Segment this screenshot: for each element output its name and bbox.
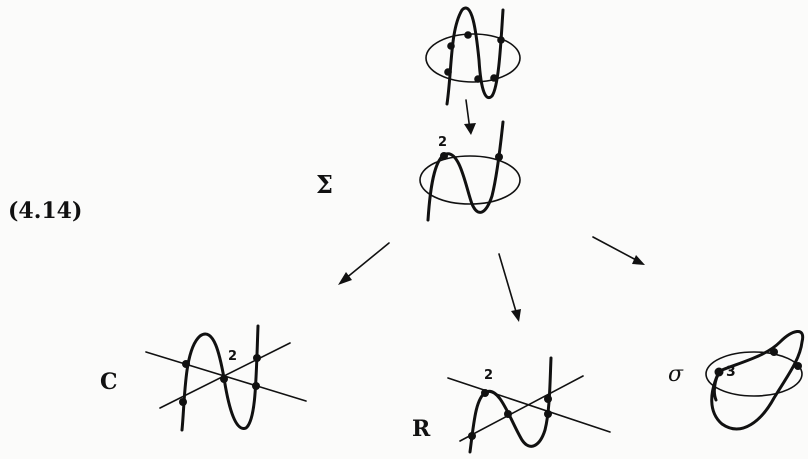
top-point <box>490 74 498 82</box>
sigma-multiplicity: 2 <box>438 135 448 150</box>
c-point <box>179 398 187 406</box>
sigma-figure <box>419 120 521 222</box>
s-multiplicity: 3 <box>726 364 736 380</box>
s-label: σ <box>668 362 684 387</box>
top-cubic-curve <box>445 6 505 106</box>
c-point <box>253 354 261 362</box>
s-figure <box>705 330 805 431</box>
top-point <box>444 68 452 76</box>
sigma-point <box>495 153 503 161</box>
s-ellipse <box>705 351 803 397</box>
top-point <box>497 36 505 44</box>
s-triple-point <box>714 367 724 377</box>
r-point <box>468 432 476 440</box>
arrow-top-to-sigma <box>464 99 476 135</box>
c-double-point <box>220 375 228 383</box>
c-point <box>182 360 190 368</box>
top-point <box>447 42 455 50</box>
top-figure <box>425 6 521 106</box>
arrow-sigma-to-r <box>498 253 521 322</box>
sigma-tangent-point <box>440 152 448 160</box>
top-ellipse <box>425 33 521 83</box>
sigma-label: Σ <box>316 170 333 199</box>
c-figure <box>145 324 307 432</box>
equation-number: (4.14) <box>8 198 83 224</box>
s-curve <box>710 330 805 431</box>
c-label: C <box>100 369 118 395</box>
r-point <box>544 410 552 418</box>
r-multiplicity: 2 <box>484 368 494 383</box>
s-point <box>770 348 778 356</box>
r-double-point <box>481 389 489 397</box>
c-point <box>252 382 260 390</box>
r-point <box>504 410 512 418</box>
top-point <box>474 75 482 83</box>
r-figure <box>447 356 611 454</box>
r-point <box>544 395 552 403</box>
sigma-ellipse <box>419 155 521 205</box>
arrow-sigma-to-c <box>338 242 390 285</box>
r-cubic-curve <box>468 356 553 454</box>
arrow-sigma-to-s <box>592 236 645 265</box>
sigma-cubic-curve <box>426 120 505 222</box>
r-label: R <box>412 416 431 442</box>
top-point <box>464 31 472 39</box>
c-multiplicity: 2 <box>228 349 238 364</box>
r-line-b <box>459 375 584 442</box>
s-point <box>794 362 802 370</box>
